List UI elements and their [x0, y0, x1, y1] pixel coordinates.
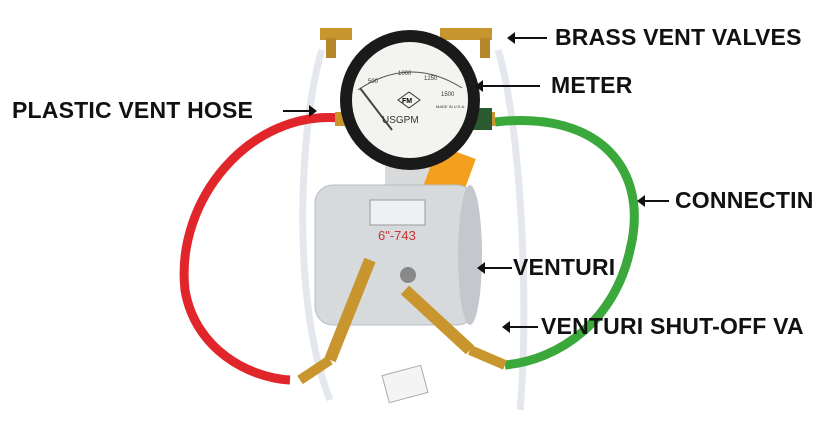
label-meter: METER	[551, 72, 633, 98]
arrow-connecting-hose	[637, 195, 669, 207]
arrow-brass-vent-valves	[507, 32, 547, 44]
red-connecting-hose	[179, 113, 341, 385]
svg-text:1500: 1500	[441, 92, 455, 98]
venturi-shutoff-valve-left	[324, 257, 376, 363]
svg-text:500: 500	[368, 79, 379, 85]
plastic-vent-hose-right	[494, 48, 528, 411]
meter-gauge: FM USGPM 500 1000 1250 1500 MADE IN U.S.…	[335, 30, 495, 170]
brass-vent-valve-right	[440, 28, 492, 58]
green-connecting-hose	[494, 116, 639, 370]
svg-text:MADE IN U.S.A.: MADE IN U.S.A.	[436, 104, 465, 109]
label-venturi: VENTURI	[513, 254, 616, 280]
label-venturi-shutoff-valves: VENTURI SHUT-OFF VA	[541, 313, 804, 339]
arrow-venturi-shutoff	[502, 321, 538, 333]
plastic-vent-hose-left	[299, 48, 334, 402]
svg-text:1250: 1250	[424, 76, 438, 82]
label-brass-vent-valves: BRASS VENT VALVES	[555, 24, 802, 50]
svg-text:USGPM: USGPM	[382, 115, 419, 126]
svg-text:FM: FM	[402, 98, 412, 105]
label-plastic-vent-hose: PLASTIC VENT HOSE	[12, 97, 254, 123]
arrow-plastic-vent-hose	[283, 105, 317, 117]
venturi-tag-text: 6"-743	[378, 228, 416, 243]
arrow-venturi	[477, 262, 512, 274]
brass-vent-valve-left	[320, 28, 352, 58]
arrow-meter	[475, 80, 540, 92]
label-connecting-hose: CONNECTIN	[675, 187, 814, 213]
svg-text:1000: 1000	[398, 71, 412, 77]
venturi-shutoff-valve-right	[400, 285, 475, 355]
